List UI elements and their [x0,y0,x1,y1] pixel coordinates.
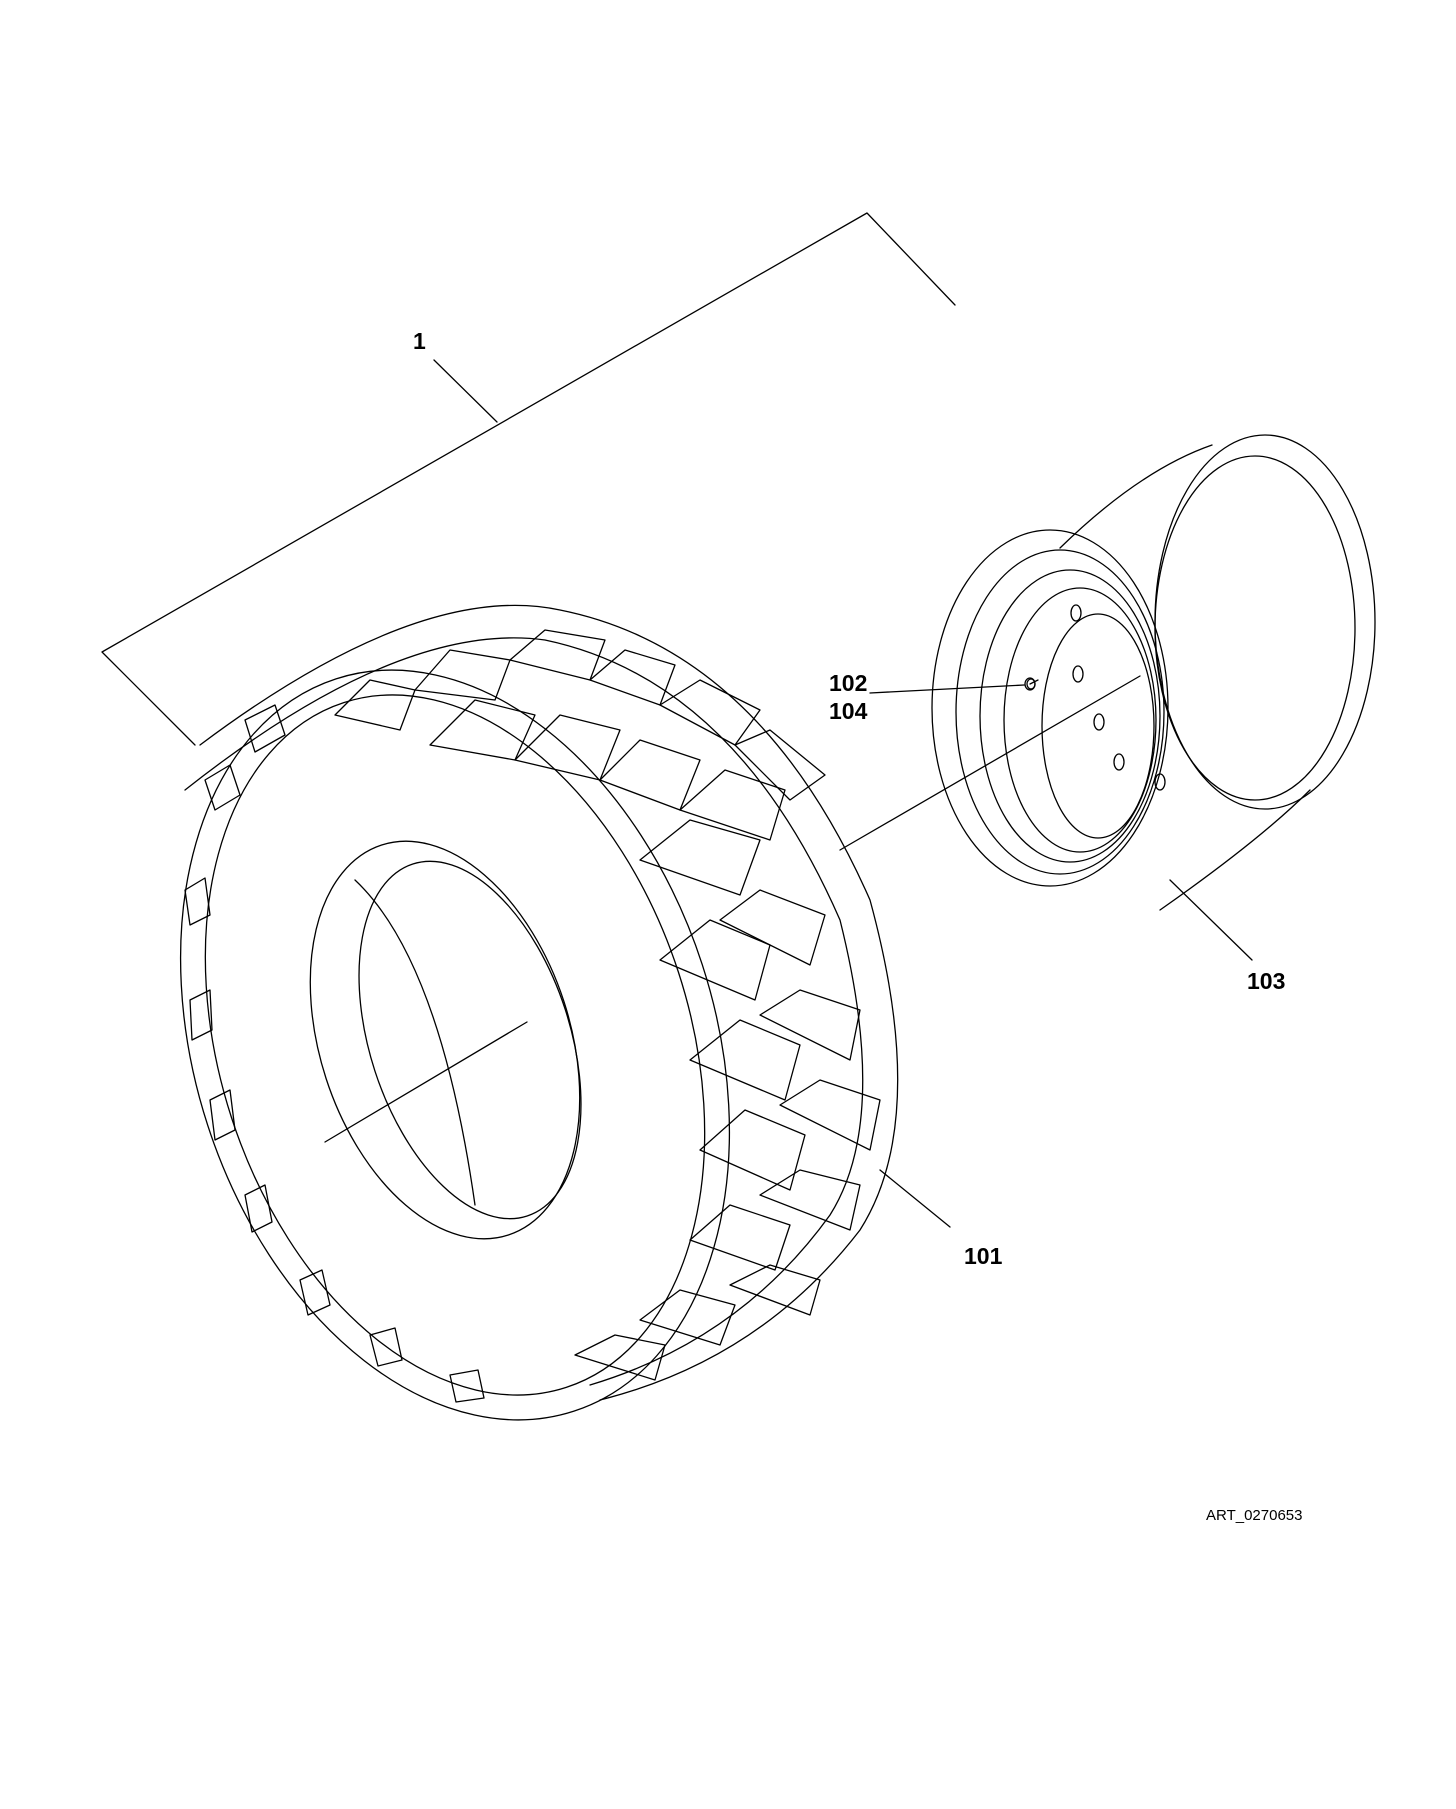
valve-stem-drawing [1027,679,1035,689]
callout-valve-label-a: 102 [829,670,868,696]
assembly-bracket [0,0,955,745]
callout-tire-label: 101 [964,1243,1003,1269]
callout-assembly-label: 1 [413,328,426,354]
callout-valve-label-b: 104 [829,698,868,724]
tire-tread-lugs [335,630,880,1380]
tire-drawing [89,598,898,1491]
callout-rim-label: 103 [1247,968,1286,994]
tire-side-lugs [185,705,484,1402]
art-reference-id: ART_0270653 [1206,1507,1303,1524]
rim-drawing [840,435,1375,910]
